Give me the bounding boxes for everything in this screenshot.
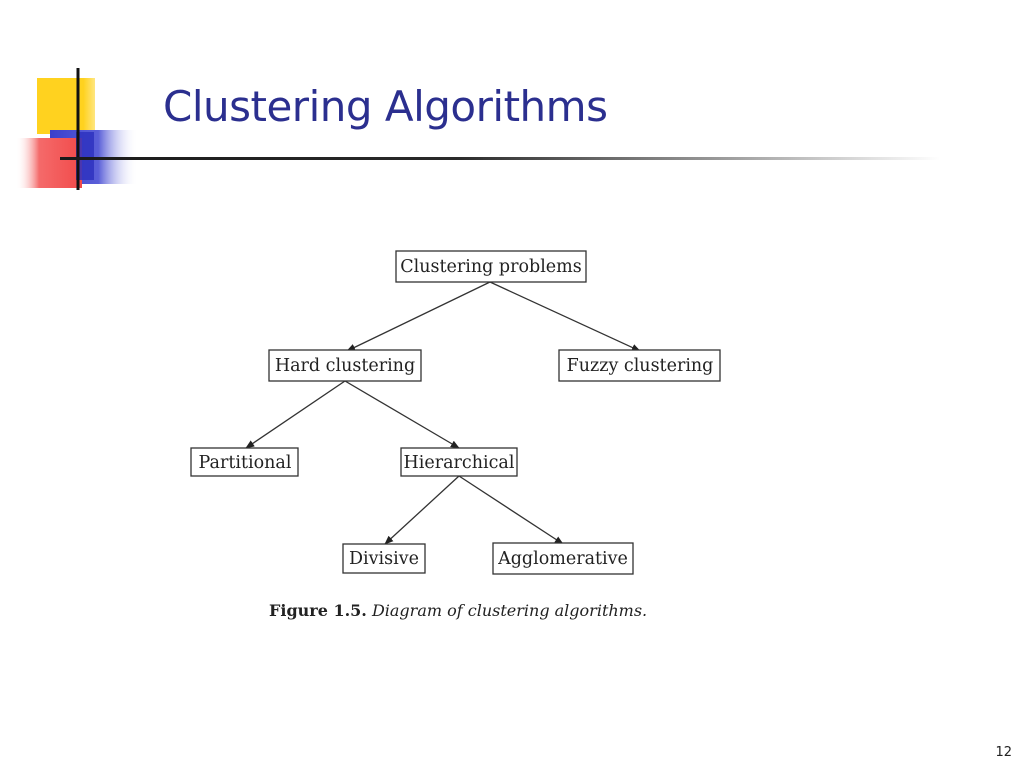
slide-title: Clustering Algorithms xyxy=(163,82,608,131)
edge-hierarchical-divisive xyxy=(384,475,460,545)
node-hard-clustering: Hard clustering xyxy=(268,349,422,382)
title-underline xyxy=(60,157,940,160)
edge-hard-hierarchical xyxy=(344,380,460,449)
node-agglomerative: Agglomerative xyxy=(492,542,634,575)
node-fuzzy-clustering-label: Fuzzy clustering xyxy=(567,356,714,376)
node-divisive: Divisive xyxy=(342,543,426,574)
node-root: Clustering problems xyxy=(395,250,587,283)
node-partitional-label: Partitional xyxy=(199,453,292,473)
edge-root-hard xyxy=(346,281,491,352)
node-agglomerative-label: Agglomerative xyxy=(497,549,628,569)
figure-caption-text: Diagram of clustering algorithms. xyxy=(371,601,648,620)
node-hierarchical: Hierarchical xyxy=(400,447,518,477)
node-fuzzy-clustering: Fuzzy clustering xyxy=(558,349,721,382)
node-divisive-label: Divisive xyxy=(349,549,419,569)
slide-number: 12 xyxy=(995,745,1012,760)
figure-caption-number: Figure 1.5. xyxy=(269,601,367,620)
node-root-label: Clustering problems xyxy=(400,257,581,277)
logo-blue-inner xyxy=(76,132,94,180)
diagram-edges xyxy=(245,281,641,545)
logo-red-square xyxy=(16,138,82,188)
node-hierarchical-label: Hierarchical xyxy=(404,453,515,473)
node-partitional: Partitional xyxy=(190,447,299,477)
edge-hard-partitional xyxy=(245,380,346,449)
edge-root-fuzzy xyxy=(489,281,641,352)
figure-caption: Figure 1.5. Diagram of clustering algori… xyxy=(269,601,647,620)
edge-hierarchical-agglomerative xyxy=(458,475,564,545)
node-hard-clustering-label: Hard clustering xyxy=(275,356,415,376)
logo-yellow-square xyxy=(37,78,95,134)
